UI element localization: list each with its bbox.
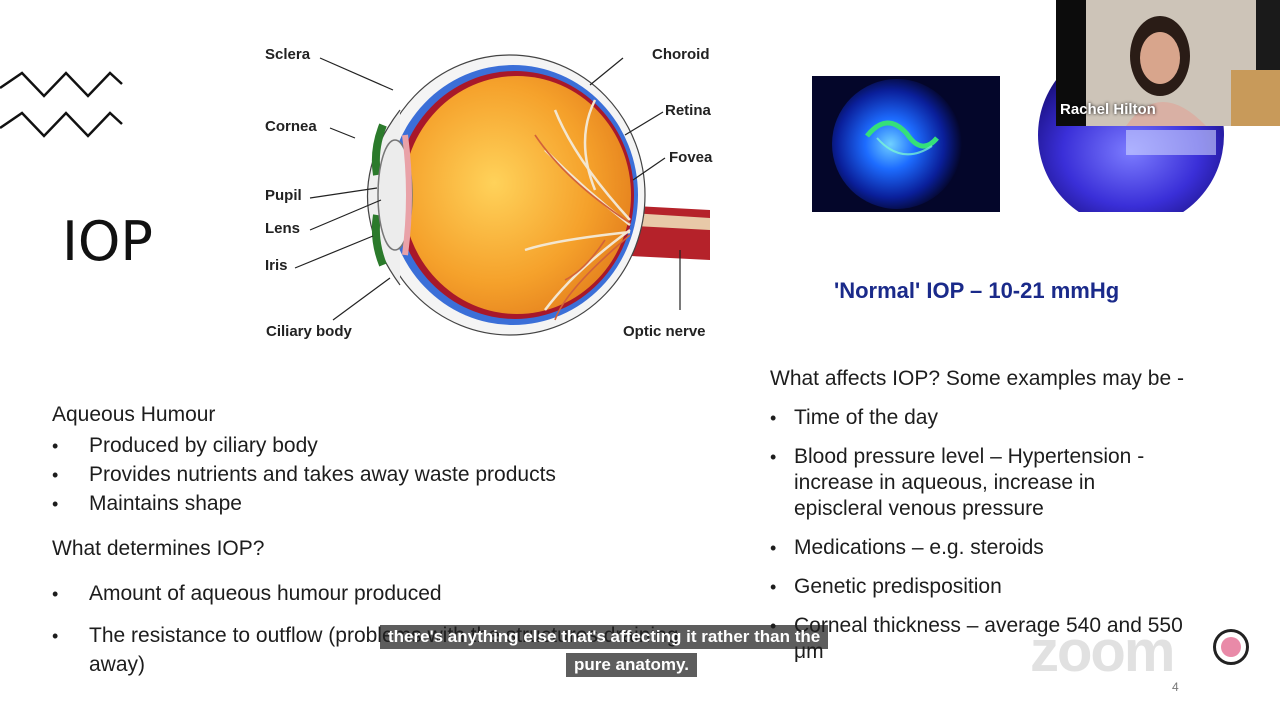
speaker-name-label: Rachel Hilton (1060, 101, 1156, 118)
list-item-continued: away) (89, 653, 146, 676)
what-determines-iop-heading: What determines IOP? (52, 537, 265, 560)
slide-title: IOP (62, 210, 153, 273)
list-item: Corneal thickness – average 540 and 550 (794, 614, 1183, 637)
record-indicator-icon[interactable] (1213, 629, 1249, 665)
list-item: Amount of aqueous humour produced (89, 582, 442, 605)
eye-anatomy-diagram: Sclera Cornea Pupil Lens Iris Ciliary bo… (255, 40, 725, 350)
label-lens: Lens (265, 220, 301, 237)
label-fovea: Fovea (669, 149, 713, 166)
bullet-dot: • (770, 577, 777, 597)
page-number: 4 (1172, 680, 1179, 694)
label-optic-nerve: Optic nerve (623, 323, 706, 340)
caption-line-1: there's anything else that's affecting i… (380, 625, 829, 649)
bullet-dot: • (52, 465, 59, 485)
list-item: Produced by ciliary body (89, 434, 318, 457)
bullet-dot: • (770, 447, 777, 467)
bullet-dot: • (770, 408, 777, 428)
zoom-watermark: zoom (1030, 619, 1175, 684)
label-cornea: Cornea (265, 118, 317, 135)
list-item: Medications – e.g. steroids (794, 536, 1044, 559)
bullet-dot: • (52, 584, 59, 604)
zigzag-decoration (0, 71, 123, 138)
aqueous-humour-heading: Aqueous Humour (52, 403, 216, 426)
list-item: Maintains shape (89, 492, 242, 515)
bullet-dot: • (52, 626, 59, 646)
eye-cross-section-image (294, 54, 710, 336)
label-ciliary-body: Ciliary body (266, 323, 352, 340)
list-item: Provides nutrients and takes away waste … (89, 463, 556, 486)
label-retina: Retina (665, 102, 711, 119)
bullet-dot: • (770, 538, 777, 558)
speaker-video-tile[interactable] (1056, 0, 1280, 126)
label-sclera: Sclera (265, 46, 311, 63)
speaker-video-feed (1056, 0, 1280, 126)
list-item-continued: episcleral venous pressure (794, 497, 1044, 520)
list-item-continued: increase in aqueous, increase in (794, 471, 1096, 494)
normal-iop-range: 'Normal' IOP – 10-21 mmHg (834, 278, 1120, 303)
label-iris: Iris (265, 257, 288, 274)
list-item: Time of the day (794, 406, 938, 429)
label-pupil: Pupil (265, 187, 302, 204)
bullet-dot: • (52, 494, 59, 514)
caption-line-2: pure anatomy. (566, 653, 697, 677)
list-item: Genetic predisposition (794, 575, 1002, 598)
what-affects-iop-heading: What affects IOP? Some examples may be - (770, 367, 1184, 390)
list-item: Blood pressure level – Hypertension - (794, 445, 1145, 468)
bullet-dot: • (52, 436, 59, 456)
tonometry-photo (812, 76, 1000, 212)
label-choroid: Choroid (652, 46, 710, 63)
